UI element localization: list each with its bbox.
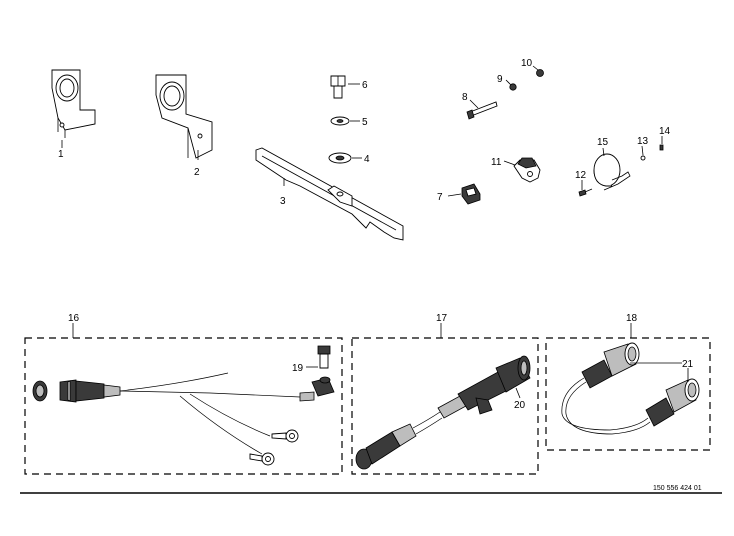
label-8: 8 [462,92,468,103]
screw-part-12 [578,180,593,197]
washer-part-13 [640,145,646,161]
label-12: 12 [575,170,587,181]
label-4: 4 [364,154,370,165]
label-15: 15 [597,137,609,148]
label-14: 14 [659,126,671,137]
document-number: 150 556 424 01 [653,485,702,492]
nut-part-9 [505,79,517,91]
bracket-part-1 [51,69,96,148]
label-21: 21 [682,359,694,370]
cap-part-15 [593,147,631,191]
label-10: 10 [521,58,533,69]
label-1: 1 [58,149,64,160]
label-5: 5 [362,117,368,128]
harness-group-16 [24,323,343,475]
label-3: 3 [280,196,286,207]
bracket-part-2 [155,74,213,160]
label-9: 9 [497,74,503,85]
extension-cable-group-17 [351,323,539,475]
clamp-part-11 [503,157,541,183]
label-11: 11 [491,157,502,168]
label-2: 2 [194,167,200,178]
nut-part-10 [532,65,544,77]
label-13: 13 [637,136,649,147]
washer-part-5 [330,116,360,126]
screw-part-14 [659,136,664,151]
screw-part-8 [466,99,498,120]
bolt-part-6 [330,75,360,99]
label-6: 6 [362,80,368,91]
rail-part-3 [255,147,404,241]
adapter-cable-group-18 [545,323,711,451]
grommet-part-7 [447,183,481,205]
label-18: 18 [626,313,638,324]
label-20: 20 [514,400,526,411]
washer-part-4 [328,152,362,164]
label-7: 7 [437,192,443,203]
label-19: 19 [292,363,304,374]
label-16: 16 [68,313,80,324]
label-17: 17 [436,313,448,324]
